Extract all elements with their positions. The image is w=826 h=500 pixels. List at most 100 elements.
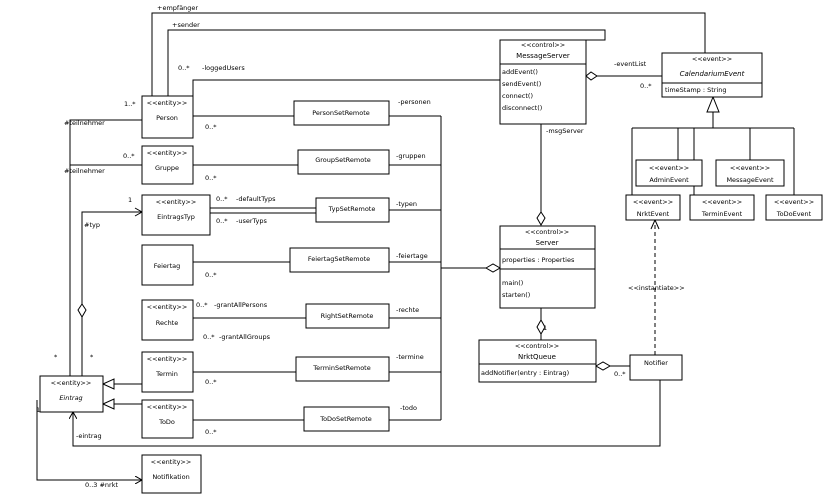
svg-text:0..*: 0..* xyxy=(205,271,217,279)
svg-text:-eintrag: -eintrag xyxy=(76,432,102,440)
svg-text:-termine: -termine xyxy=(396,353,424,361)
svg-text:<<entity>>: <<entity>> xyxy=(151,458,192,466)
class-feiertag[interactable]: Feiertag xyxy=(141,244,194,286)
svg-text:+sender: +sender xyxy=(172,21,200,29)
svg-text:Server: Server xyxy=(536,239,559,247)
svg-text:TerminSetRemote: TerminSetRemote xyxy=(312,364,370,372)
class-notifikation[interactable]: <<entity>> Notifikation xyxy=(141,454,202,494)
class-eintrag[interactable]: <<entity>> Eintrag xyxy=(39,375,104,413)
svg-text:<<event>>: <<event>> xyxy=(633,198,673,206)
svg-text:-feiertage: -feiertage xyxy=(396,252,428,260)
svg-text:TypSetRemote: TypSetRemote xyxy=(328,205,376,213)
class-termin-set-remote[interactable]: TerminSetRemote xyxy=(295,356,390,382)
class-feiertag-set-remote[interactable]: FeiertagSetRemote xyxy=(289,247,390,273)
svg-text:0..*: 0..* xyxy=(640,82,652,90)
svg-text:MessageEvent: MessageEvent xyxy=(726,176,774,184)
svg-text:1: 1 xyxy=(128,196,132,204)
svg-text:<<instantiate>>: <<instantiate>> xyxy=(628,284,685,292)
svg-text:properties : Properties: properties : Properties xyxy=(502,256,575,264)
svg-text:Feiertag: Feiertag xyxy=(154,262,181,270)
svg-text:<<entity>>: <<entity>> xyxy=(156,198,197,206)
class-nrkt-queue[interactable]: <<control>> NrktQueue addNotifier(entry … xyxy=(478,339,597,383)
svg-text:starten(): starten() xyxy=(502,291,530,299)
svg-text:0..*: 0..* xyxy=(614,370,626,378)
svg-text:CalendariumEvent: CalendariumEvent xyxy=(680,70,745,78)
svg-text:0..*: 0..* xyxy=(178,64,190,72)
svg-text:GroupSetRemote: GroupSetRemote xyxy=(315,156,371,164)
event-generalization-triangle xyxy=(706,95,720,113)
svg-text:-defaultTyps: -defaultTyps xyxy=(236,195,276,203)
svg-text:MessageServer: MessageServer xyxy=(516,52,570,60)
svg-text:<<entity>>: <<entity>> xyxy=(51,379,92,387)
svg-text:timeStamp : String: timeStamp : String xyxy=(665,86,727,94)
svg-text:Person: Person xyxy=(156,114,178,122)
svg-text:0..*: 0..* xyxy=(205,174,217,182)
svg-text:1: 1 xyxy=(36,406,40,414)
svg-text:Gruppe: Gruppe xyxy=(155,164,179,172)
class-person-set-remote[interactable]: PersonSetRemote xyxy=(293,100,390,126)
class-server[interactable]: <<control>> Server properties : Properti… xyxy=(499,225,596,309)
svg-text:connect(): connect() xyxy=(502,92,533,100)
event-list-diamond xyxy=(585,71,598,81)
svg-text:RightSetRemote: RightSetRemote xyxy=(321,312,374,320)
svg-text:0..*: 0..* xyxy=(203,333,215,341)
class-notifier[interactable]: Notifier xyxy=(629,354,683,381)
class-eintragstyp[interactable]: <<entity>> EintragsTyp xyxy=(141,194,211,236)
svg-text:FeiertagSetRemote: FeiertagSetRemote xyxy=(308,255,370,263)
class-rechte[interactable]: <<entity>> Rechte xyxy=(141,299,194,341)
class-group-set-remote[interactable]: GroupSetRemote xyxy=(297,149,390,175)
svg-text:<<entity>>: <<entity>> xyxy=(147,149,188,157)
association-labels: +empfänger +sender 0..* -loggedUsers -ev… xyxy=(36,4,685,489)
svg-text:0..*: 0..* xyxy=(205,428,217,436)
svg-text:-grantAllGroups: -grantAllGroups xyxy=(219,333,271,341)
class-gruppe[interactable]: <<entity>> Gruppe xyxy=(141,145,194,185)
svg-text:*: * xyxy=(54,353,58,361)
eintrag-assoc-line xyxy=(73,380,661,447)
class-nrkt-event[interactable]: <<event>> NrktEvent xyxy=(625,194,681,221)
svg-text:-grantAllPersons: -grantAllPersons xyxy=(214,301,268,309)
svg-text:-typen: -typen xyxy=(396,200,417,208)
svg-text:Eintrag: Eintrag xyxy=(59,394,82,402)
svg-text:Notifier: Notifier xyxy=(644,359,668,367)
class-todo-set-remote[interactable]: ToDoSetRemote xyxy=(303,406,390,432)
svg-text:<<event>>: <<event>> xyxy=(702,198,742,206)
svg-text:NrktEvent: NrktEvent xyxy=(637,210,670,218)
svg-text:0..*: 0..* xyxy=(216,195,228,203)
svg-text:<<entity>>: <<entity>> xyxy=(147,99,188,107)
class-message-server[interactable]: <<control>> MessageServer addEvent() sen… xyxy=(499,39,587,125)
svg-text:<<entity>>: <<entity>> xyxy=(147,355,188,363)
svg-text:NrktQueue: NrktQueue xyxy=(518,353,556,361)
class-typ-set-remote[interactable]: TypSetRemote xyxy=(315,197,390,223)
svg-text:0..*: 0..* xyxy=(196,301,208,309)
termin-generalization xyxy=(101,378,115,390)
svg-text:-loggedUsers: -loggedUsers xyxy=(202,64,245,72)
svg-text:addEvent(): addEvent() xyxy=(502,68,538,76)
svg-text:#teilnehmer: #teilnehmer xyxy=(64,119,105,127)
svg-text:<<event>>: <<event>> xyxy=(649,164,689,172)
class-right-set-remote[interactable]: RightSetRemote xyxy=(305,303,390,329)
svg-text:#teilnehmer: #teilnehmer xyxy=(64,167,105,175)
class-todo-event[interactable]: <<event>> ToDoEvent xyxy=(765,194,823,221)
class-admin-event[interactable]: <<event>> AdminEvent xyxy=(635,159,703,187)
class-termin-event[interactable]: <<event>> TerminEvent xyxy=(689,194,755,221)
svg-text:<<control>>: <<control>> xyxy=(521,41,565,49)
class-todo[interactable]: <<entity>> ToDo xyxy=(141,399,194,439)
queue-notifier-diamond xyxy=(594,361,612,371)
svg-text:+empfänger: +empfänger xyxy=(157,4,198,12)
class-termin[interactable]: <<entity>> Termin xyxy=(141,351,194,393)
server-remotes-diamond xyxy=(484,263,502,273)
svg-text:<<control>>: <<control>> xyxy=(525,228,569,236)
class-calendarium-event[interactable]: <<event>> CalendariumEvent timeStamp : S… xyxy=(661,52,763,98)
svg-text:ToDoEvent: ToDoEvent xyxy=(776,210,812,218)
svg-text:Termin: Termin xyxy=(155,370,178,378)
svg-text:0..*: 0..* xyxy=(205,123,217,131)
svg-text:disconnect(): disconnect() xyxy=(502,104,542,112)
svg-text:#typ: #typ xyxy=(84,221,100,229)
svg-text:<<control>>: <<control>> xyxy=(515,342,559,350)
svg-text:-personen: -personen xyxy=(398,98,431,106)
class-person[interactable]: <<entity>> Person xyxy=(141,95,194,139)
svg-text:-gruppen: -gruppen xyxy=(396,152,426,160)
svg-text:addNotifier(entry : Eintrag): addNotifier(entry : Eintrag) xyxy=(481,369,569,377)
class-message-event[interactable]: <<event>> MessageEvent xyxy=(715,159,785,187)
svg-text:ToDo: ToDo xyxy=(158,418,175,426)
